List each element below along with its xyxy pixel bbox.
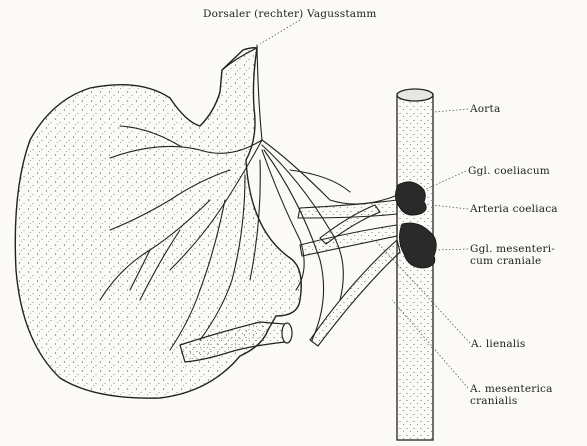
label-a-mesenterica: A. mesenterica cranialis [470, 383, 560, 407]
label-aorta: Aorta [470, 103, 500, 115]
label-ggl-mesentericum: Ggl. mesenteri- cum craniale [470, 243, 560, 267]
label-arteria-coeliaca: Arteria coeliaca [470, 203, 558, 215]
label-ggl-mesentericum-line1: Ggl. mesenteri- [470, 243, 560, 255]
label-a-mesenterica-line2: cranialis [470, 395, 560, 407]
label-ggl-mesentericum-line2: cum craniale [470, 255, 560, 267]
label-a-mesenterica-line1: A. mesenterica [470, 383, 560, 395]
aorta-opening [397, 89, 433, 101]
vagus-trunk [257, 45, 262, 140]
pylorus-opening [282, 323, 292, 343]
label-a-lienalis: A. lienalis [471, 338, 526, 350]
label-vagus: Dorsaler (rechter) Vagusstamm [203, 8, 377, 20]
label-ggl-coeliacum: Ggl. coeliacum [468, 165, 550, 177]
a-lienalis [300, 225, 397, 256]
arteries [298, 200, 400, 346]
